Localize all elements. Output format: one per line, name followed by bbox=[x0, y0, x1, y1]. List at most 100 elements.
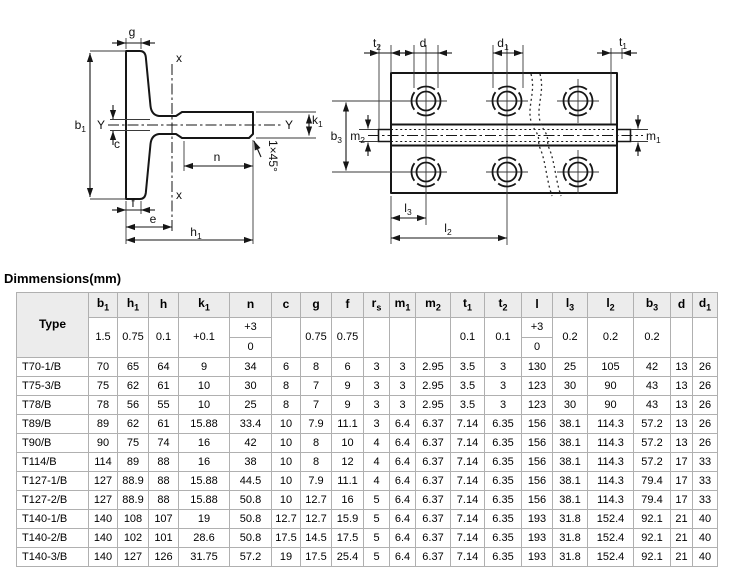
value-cell: 57.2 bbox=[633, 414, 671, 434]
dim-label-l3: l3 bbox=[404, 201, 412, 217]
value-cell: 114 bbox=[88, 452, 118, 472]
type-cell: T140-3/B bbox=[16, 547, 89, 567]
value-cell: 7.14 bbox=[450, 414, 485, 434]
value-cell: 114.3 bbox=[587, 490, 634, 510]
value-cell: 108 bbox=[117, 509, 149, 529]
value-cell: 57.2 bbox=[633, 452, 671, 472]
value-cell: 4 bbox=[363, 471, 390, 491]
value-cell: 7 bbox=[300, 395, 332, 415]
value-cell: 126 bbox=[148, 547, 179, 567]
profile-cross-section-drawing: g x b1 Y c n Y k1 1×45° x f e h1 bbox=[75, 25, 323, 244]
value-cell: 43 bbox=[633, 395, 671, 415]
value-cell: 3 bbox=[389, 395, 416, 415]
value-cell: 88 bbox=[148, 490, 179, 510]
value-cell: 2.95 bbox=[415, 395, 451, 415]
value-cell: 3 bbox=[389, 376, 416, 396]
value-cell: 3 bbox=[363, 376, 390, 396]
value-cell: 15.88 bbox=[178, 490, 230, 510]
value-cell: 30 bbox=[552, 395, 588, 415]
chamfer-note: 1×45° bbox=[266, 140, 280, 172]
value-cell: 3 bbox=[363, 395, 390, 415]
value-cell: 40 bbox=[692, 547, 718, 567]
column-header-d1: d1 bbox=[692, 292, 718, 318]
dim-label-c: c bbox=[114, 137, 120, 151]
value-cell: 92.1 bbox=[633, 509, 671, 529]
value-cell: 2.95 bbox=[415, 357, 451, 377]
value-cell: 26 bbox=[692, 414, 718, 434]
value-cell: 62 bbox=[117, 376, 149, 396]
value-cell: 21 bbox=[670, 509, 693, 529]
value-cell: 13 bbox=[670, 395, 693, 415]
value-cell: 50.8 bbox=[229, 490, 272, 510]
type-cell: T70-1/B bbox=[16, 357, 89, 377]
value-cell: 90 bbox=[587, 395, 634, 415]
value-cell: 42 bbox=[229, 433, 272, 453]
value-cell: 6.35 bbox=[484, 547, 522, 567]
tolerance-cell: 0.2 bbox=[633, 317, 671, 358]
value-cell: 13 bbox=[670, 433, 693, 453]
value-cell: 5 bbox=[363, 547, 390, 567]
value-cell: 15.9 bbox=[331, 509, 364, 529]
value-cell: 88 bbox=[148, 452, 179, 472]
axis-label-y-left: Y bbox=[97, 118, 105, 132]
value-cell: 6 bbox=[271, 357, 301, 377]
value-cell: 123 bbox=[521, 395, 553, 415]
value-cell: 2.95 bbox=[415, 376, 451, 396]
break-line bbox=[529, 73, 553, 197]
axis-label-x-top: x bbox=[176, 51, 182, 65]
value-cell: 33 bbox=[692, 452, 718, 472]
dim-label-h1: h1 bbox=[190, 225, 202, 241]
value-cell: 3 bbox=[363, 357, 390, 377]
value-cell: 114.3 bbox=[587, 452, 634, 472]
value-cell: 31.8 bbox=[552, 528, 588, 548]
value-cell: 10 bbox=[271, 452, 301, 472]
column-header-m2: m2 bbox=[415, 292, 451, 318]
value-cell: 6.4 bbox=[389, 490, 416, 510]
value-cell: 6.35 bbox=[484, 414, 522, 434]
value-cell: 12.7 bbox=[300, 509, 332, 529]
technical-drawings: g x b1 Y c n Y k1 1×45° x f e h1 bbox=[75, 25, 661, 245]
value-cell: 6.35 bbox=[484, 528, 522, 548]
type-cell: T127-1/B bbox=[16, 471, 89, 491]
value-cell: 5 bbox=[363, 490, 390, 510]
dim-label-n: n bbox=[214, 150, 221, 164]
value-cell: 6.4 bbox=[389, 547, 416, 567]
value-cell: 38.1 bbox=[552, 490, 588, 510]
dim-label-m1: m1 bbox=[646, 129, 661, 145]
column-header-l3: l3 bbox=[552, 292, 588, 318]
value-cell: 10 bbox=[271, 490, 301, 510]
value-cell: 6.37 bbox=[415, 490, 451, 510]
value-cell: 152.4 bbox=[587, 509, 634, 529]
value-cell: 6.37 bbox=[415, 547, 451, 567]
column-header-b1: b1 bbox=[88, 292, 118, 318]
value-cell: 42 bbox=[633, 357, 671, 377]
value-cell: 7.14 bbox=[450, 471, 485, 491]
value-cell: 127 bbox=[88, 471, 118, 491]
value-cell: 26 bbox=[692, 357, 718, 377]
value-cell: 38 bbox=[229, 452, 272, 472]
value-cell: 6.35 bbox=[484, 433, 522, 453]
column-header-t1: t1 bbox=[450, 292, 485, 318]
tolerance-cell bbox=[692, 317, 718, 358]
dim-label-d1: d1 bbox=[497, 36, 509, 52]
value-cell: 9 bbox=[331, 376, 364, 396]
value-cell: 4 bbox=[363, 452, 390, 472]
value-cell: 7.14 bbox=[450, 509, 485, 529]
value-cell: 102 bbox=[117, 528, 149, 548]
value-cell: 64 bbox=[148, 357, 179, 377]
value-cell: 31.8 bbox=[552, 509, 588, 529]
value-cell: 12.7 bbox=[271, 509, 301, 529]
value-cell: 10 bbox=[271, 433, 301, 453]
type-column-header: Type bbox=[16, 292, 89, 358]
type-cell: T75-3/B bbox=[16, 376, 89, 396]
value-cell: 140 bbox=[88, 509, 118, 529]
value-cell: 9 bbox=[331, 395, 364, 415]
value-cell: 38.1 bbox=[552, 414, 588, 434]
value-cell: 15.88 bbox=[178, 414, 230, 434]
tolerance-cell bbox=[415, 317, 451, 358]
value-cell: 92.1 bbox=[633, 547, 671, 567]
